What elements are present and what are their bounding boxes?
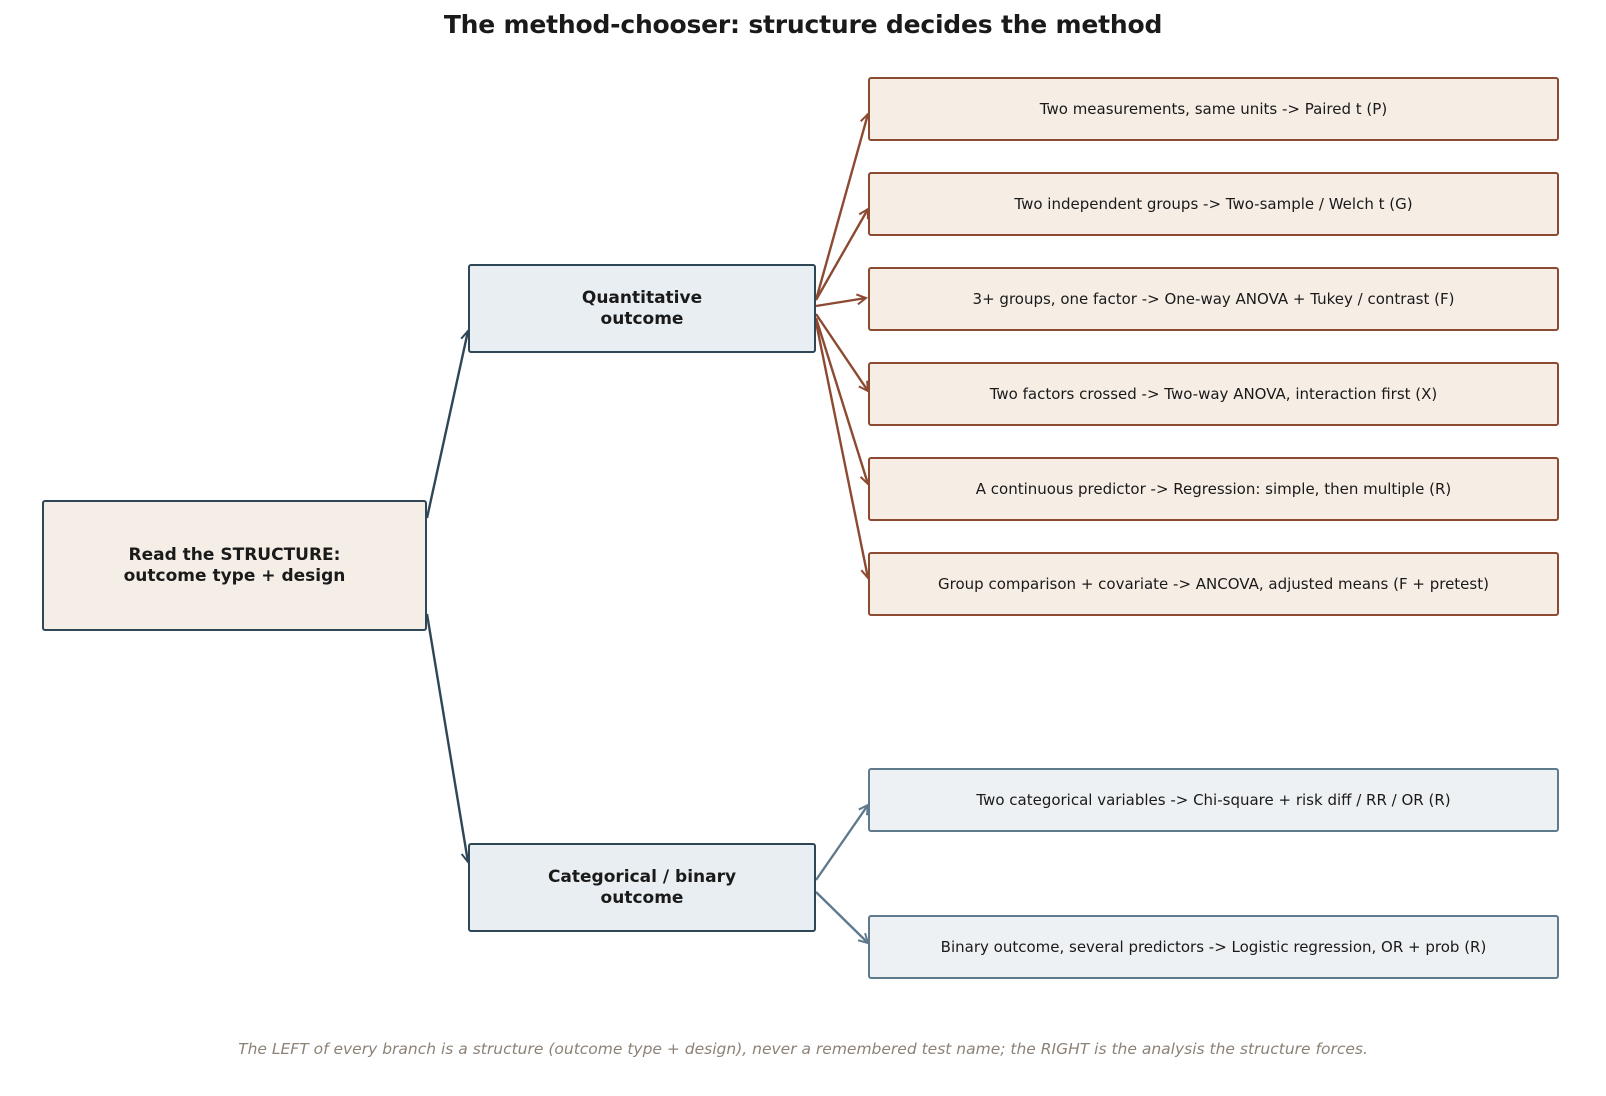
leaf-chi-square: Two categorical variables -> Chi-square … — [868, 768, 1559, 832]
arrow-quant-leaf-5 — [814, 317, 868, 484]
arrow-quant-leaf-6 — [814, 321, 868, 578]
leaf-two-sample-t: Two independent groups -> Two-sample / W… — [868, 172, 1559, 236]
categorical-line-1: Categorical / binary — [547, 866, 737, 887]
root-node-structure: Read the STRUCTURE: outcome type + desig… — [42, 500, 427, 631]
leaf-one-way-anova: 3+ groups, one factor -> One-way ANOVA +… — [868, 267, 1559, 331]
arrow-cat-leaf-2 — [815, 891, 868, 943]
node-quantitative-outcome: Quantitative outcome — [468, 264, 816, 353]
arrow-quant-leaf-1 — [814, 114, 868, 301]
categorical-line-2: outcome — [600, 887, 684, 908]
arrow-cat-leaf-1 — [815, 805, 868, 881]
root-node-line-1: Read the STRUCTURE: — [128, 544, 341, 565]
root-node-line-2: outcome type + design — [123, 565, 346, 586]
quantitative-line-2: outcome — [600, 308, 684, 329]
arrow-root-to-quantitative — [425, 331, 468, 519]
quantitative-line-1: Quantitative — [581, 287, 703, 308]
leaf-regression: A continuous predictor -> Regression: si… — [868, 457, 1559, 521]
footnote: The LEFT of every branch is a structure … — [238, 1040, 1368, 1058]
leaf-logistic-regression: Binary outcome, several predictors -> Lo… — [868, 915, 1559, 979]
node-categorical-outcome: Categorical / binary outcome — [468, 843, 816, 932]
leaf-ancova: Group comparison + covariate -> ANCOVA, … — [868, 552, 1559, 616]
leaf-paired-t: Two measurements, same units -> Paired t… — [868, 77, 1559, 141]
arrow-root-to-categorical — [425, 613, 468, 862]
arrow-quant-leaf-3 — [815, 298, 866, 308]
arrow-quant-leaf-2 — [814, 209, 870, 301]
arrow-quant-leaf-4 — [815, 313, 868, 391]
diagram-title: The method-chooser: structure decides th… — [443, 10, 1163, 39]
leaf-two-way-anova: Two factors crossed -> Two-way ANOVA, in… — [868, 362, 1559, 426]
